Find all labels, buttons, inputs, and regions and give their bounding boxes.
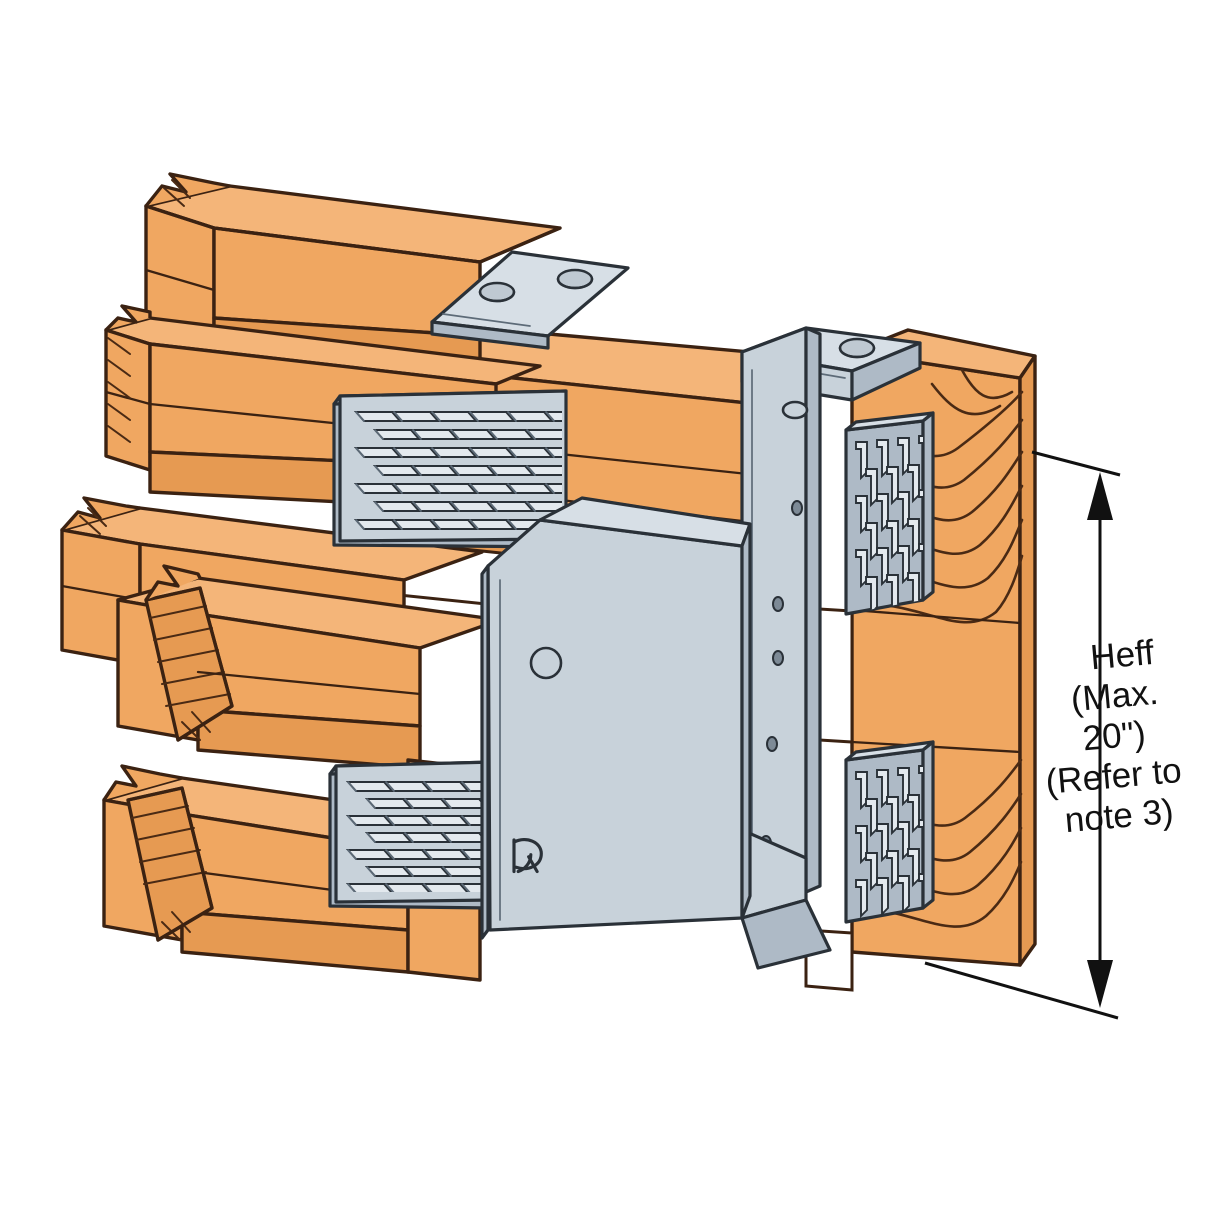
dimension-arrow-top bbox=[1087, 472, 1113, 520]
second-left-beam-break bbox=[107, 337, 131, 443]
back-flange-hole-1 bbox=[781, 400, 809, 420]
third-left-beam-break bbox=[79, 507, 107, 535]
heff-label-line-2: (Max. bbox=[1069, 673, 1160, 719]
hanger-top-flange-left bbox=[430, 250, 630, 350]
face-plate-hole bbox=[529, 646, 563, 680]
heff-label-line-3: 20") bbox=[1081, 714, 1147, 758]
dimension-arrow-bottom bbox=[1087, 960, 1113, 1008]
second-left-beam bbox=[104, 304, 542, 512]
face-plate-right-return bbox=[740, 522, 752, 920]
back-flange-hole-2 bbox=[791, 500, 803, 516]
hanger-seat-right bbox=[740, 828, 832, 970]
back-flange-hole-5 bbox=[766, 736, 778, 752]
heff-label-line-5: note 3) bbox=[1063, 792, 1175, 840]
back-flange-hole-4 bbox=[772, 650, 784, 666]
fourth-left-beam bbox=[116, 564, 502, 770]
manufacturer-logo-stamp bbox=[512, 838, 543, 874]
nail-plate-upper-left bbox=[332, 389, 568, 549]
upper-left-beam-break bbox=[163, 179, 191, 207]
hanger-face-plate bbox=[480, 496, 752, 940]
nail-plate-lower-left bbox=[328, 760, 496, 910]
heff-label-line-1: Heff bbox=[1089, 633, 1156, 677]
back-flange-hole-3 bbox=[772, 596, 784, 612]
nail-plate-lower-right bbox=[844, 740, 935, 924]
nail-plate-upper-right bbox=[844, 411, 935, 616]
hanger-back-flange bbox=[740, 326, 822, 920]
